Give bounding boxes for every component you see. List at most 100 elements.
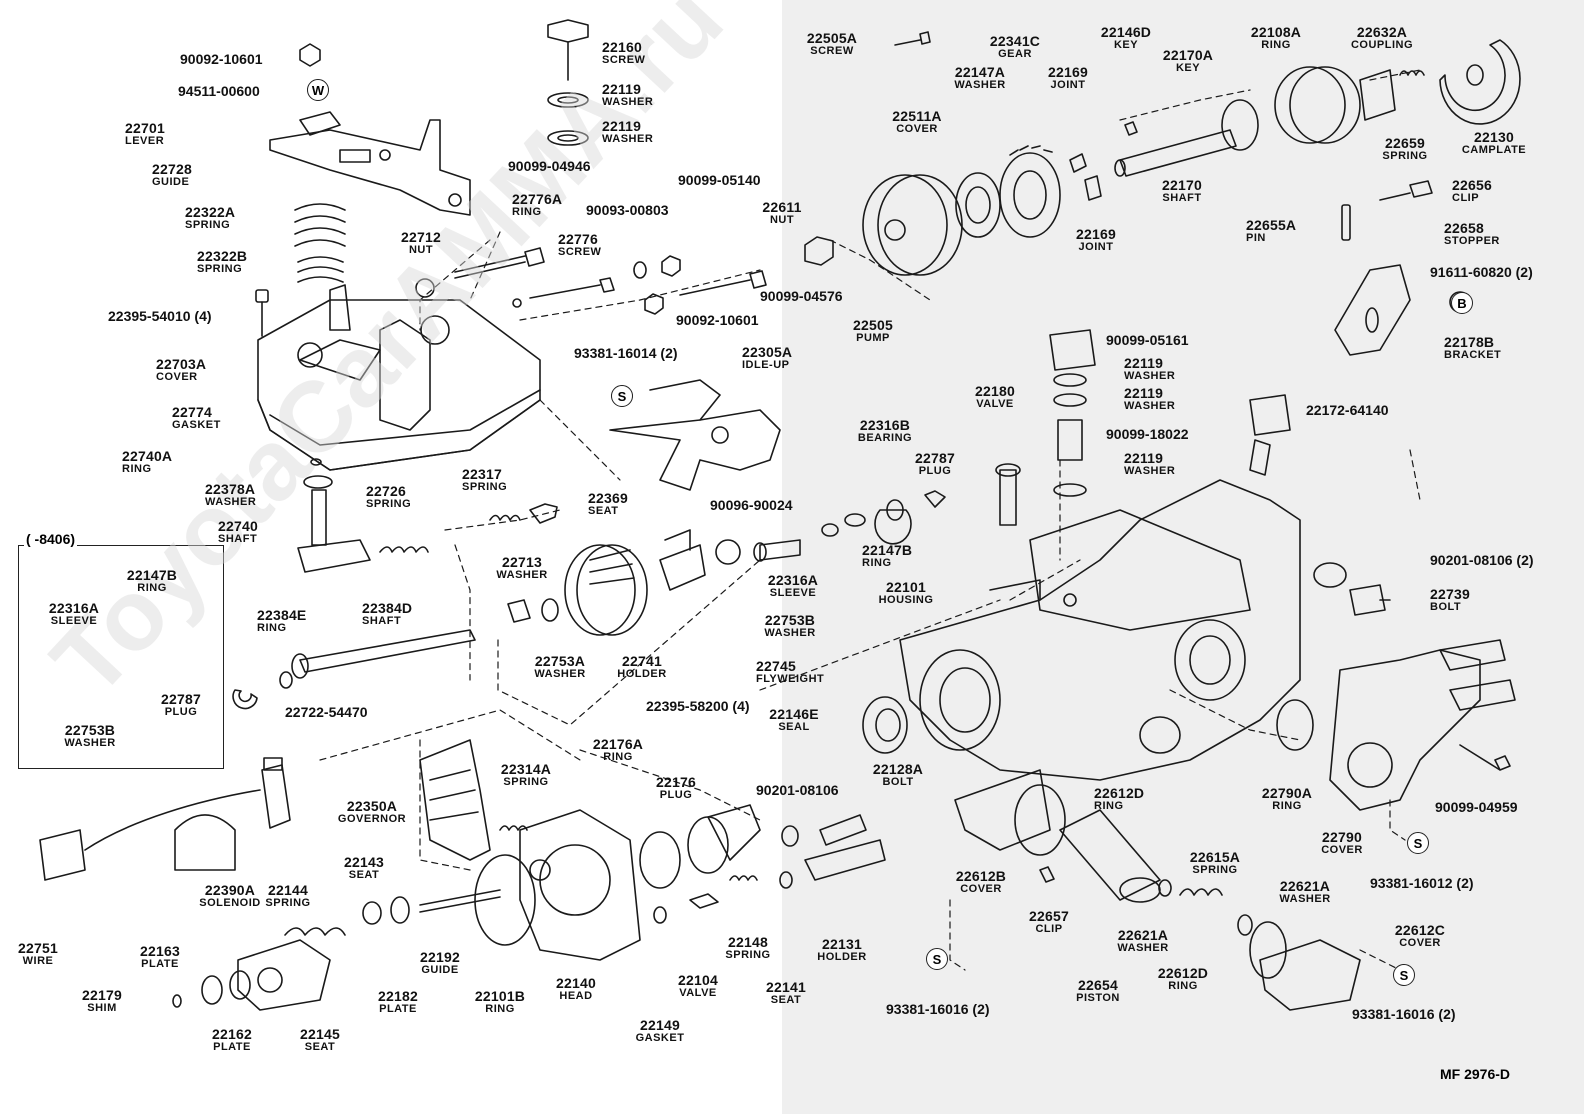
b-badge: B <box>1451 292 1473 314</box>
code-label: 93381-16016 (2) <box>886 1001 990 1017</box>
code-label: 22172-64140 <box>1306 402 1389 418</box>
code-label: 90201-08106 <box>756 782 839 798</box>
s-badge: S <box>1393 964 1415 986</box>
inset-box <box>18 545 224 769</box>
code-label: 90099-04946 <box>508 158 591 174</box>
code-label: 22722-54470 <box>285 704 368 720</box>
code-label: 90096-90024 <box>710 497 793 513</box>
s-badge: S <box>611 385 633 407</box>
code-label: 91611-60820 (2) <box>1430 264 1533 280</box>
code-label: 94511-00600 <box>178 83 260 99</box>
code-label: 90099-04959 <box>1435 799 1518 815</box>
w-badge: W <box>307 79 329 101</box>
code-label: 93381-16016 (2) <box>1352 1006 1456 1022</box>
shaded-right-panel <box>782 0 1584 1114</box>
code-label: 22395-54010 (4) <box>108 308 212 324</box>
code-label: 90099-05140 <box>678 172 761 188</box>
code-label: 90099-05161 <box>1106 332 1189 348</box>
code-label: 90092-10601 <box>180 51 263 67</box>
diagram-code: MF 2976-D <box>1440 1066 1511 1082</box>
code-label: 90093-00803 <box>586 202 669 218</box>
s-badge: S <box>926 948 948 970</box>
code-label: 93381-16014 (2) <box>574 345 678 361</box>
code-label: 93381-16012 (2) <box>1370 875 1474 891</box>
code-label: 90099-04576 <box>760 288 843 304</box>
code-label: 22395-58200 (4) <box>646 698 750 714</box>
s-badge: S <box>1407 832 1429 854</box>
